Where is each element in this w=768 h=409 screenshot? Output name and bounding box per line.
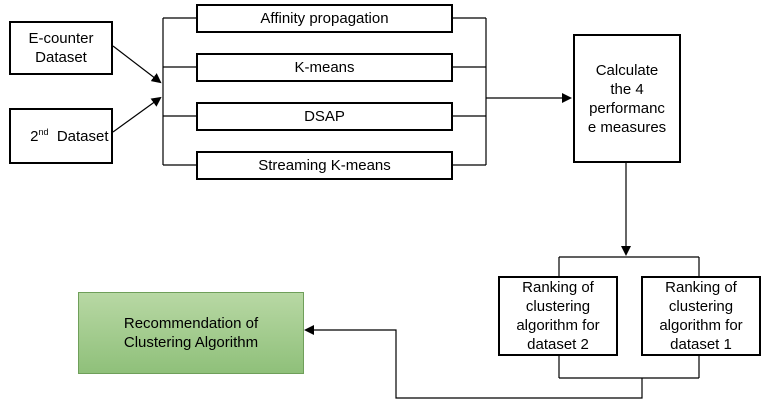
algorithm-k-means: K-means xyxy=(196,53,453,82)
recommendation-box: Recommendation of Clustering Algorithm xyxy=(78,292,304,374)
algorithm-streaming-k-means: Streaming K-means xyxy=(196,151,453,180)
arrow-dataset2-to-algorithms xyxy=(112,96,162,133)
dataset2-suffix: Dataset xyxy=(48,127,109,145)
measures-line: performanc xyxy=(589,99,665,117)
dataset1-line2: Dataset xyxy=(35,49,87,66)
ranking-line: algorithm for xyxy=(516,317,600,334)
arrow-to-recommendation xyxy=(304,325,643,399)
arrow-dataset1-to-algorithms xyxy=(112,45,162,84)
recommendation-line: Recommendation of xyxy=(123,315,259,332)
ranking-dataset2-box: Ranking of clustering algorithm for data… xyxy=(498,276,618,356)
ranking-line: dataset 1 xyxy=(670,336,732,353)
ranking-line: algorithm for xyxy=(659,317,743,334)
dataset1-box: E-counter Dataset xyxy=(9,21,113,75)
algorithm-label: DSAP xyxy=(304,108,345,125)
algorithm-label: Streaming K-means xyxy=(258,157,391,174)
algorithm-dsap: DSAP xyxy=(196,102,453,131)
dataset2-prefix: 2 xyxy=(30,127,39,145)
ranking-dataset1-box: Ranking of clustering algorithm for data… xyxy=(641,276,761,356)
algorithm-label: Affinity propagation xyxy=(260,10,389,27)
measures-line: the 4 xyxy=(610,80,644,98)
ranking-line: Ranking of xyxy=(522,279,594,296)
ranking-line: clustering xyxy=(525,298,591,315)
dataset1-line1: E-counter xyxy=(28,30,94,47)
measures-line: e measures xyxy=(587,118,667,136)
ranking-line: dataset 2 xyxy=(527,336,589,353)
algorithm-label: K-means xyxy=(294,59,355,76)
dataset2-label: 2nd Dataset xyxy=(13,108,108,165)
measures-box: Calculate the 4 performanc e measures xyxy=(573,34,681,163)
measures-line: Calculate xyxy=(595,61,659,79)
dataset2-sup: nd xyxy=(38,126,49,137)
recommendation-line: Clustering Algorithm xyxy=(123,334,259,351)
algorithm-affinity-propagation: Affinity propagation xyxy=(196,4,453,33)
ranking-line: clustering xyxy=(668,298,734,315)
dataset2-box: 2nd Dataset xyxy=(9,108,113,164)
ranking-line: Ranking of xyxy=(665,279,737,296)
